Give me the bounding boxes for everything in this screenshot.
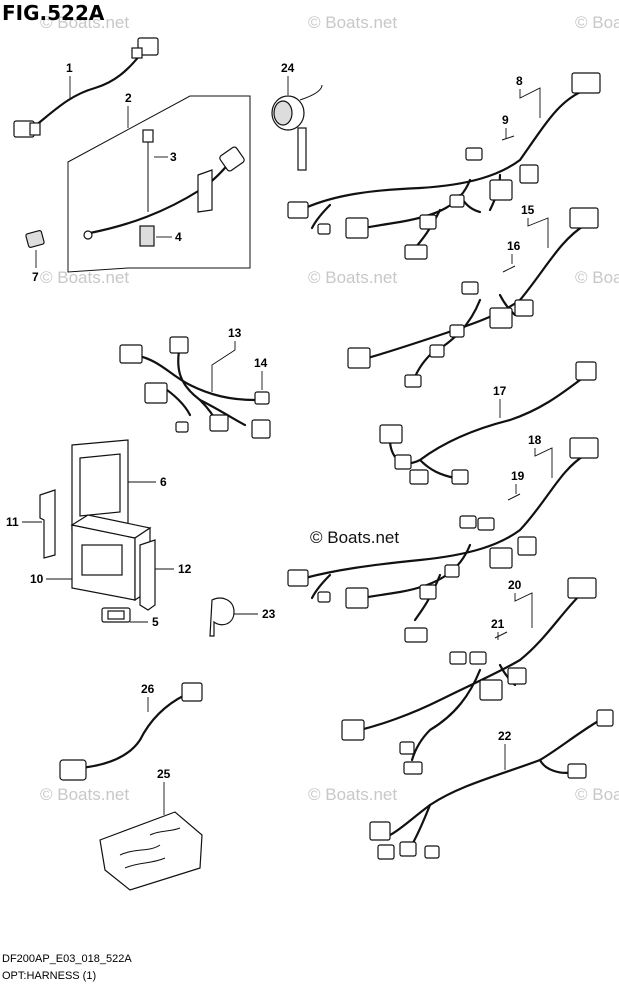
callout-21: 21	[491, 617, 505, 631]
part-7-cap[interactable]	[25, 230, 45, 248]
part-22-harness[interactable]	[369, 709, 614, 860]
watermark-text: © Boats.net	[575, 268, 619, 287]
callout-10: 10	[30, 572, 44, 586]
callout-1: 1	[66, 61, 73, 75]
callout-12: 12	[178, 562, 192, 576]
watermark-text-main: © Boats.net	[310, 528, 399, 547]
watermark-text: © Boats.net	[575, 13, 619, 32]
watermark-text: © Boats.net	[40, 268, 129, 287]
figure-subtitle: OPT:HARNESS (1)	[2, 970, 96, 982]
watermark-text: © Boats.net	[308, 268, 397, 287]
callout-7: 7	[32, 270, 39, 284]
part-2-kit[interactable]	[67, 95, 251, 273]
watermark-layer: © Boats.net © Boats.net © Boats.net © Bo…	[40, 13, 619, 804]
watermark-text: © Boats.net	[308, 785, 397, 804]
part-20-harness[interactable]	[341, 577, 597, 775]
callout-5: 5	[152, 615, 159, 629]
part-5-rubber[interactable]	[101, 607, 131, 623]
part-15-harness[interactable]	[347, 207, 599, 388]
part-26-harness[interactable]	[59, 682, 203, 781]
callout-23: 23	[262, 607, 276, 621]
callout-16: 16	[507, 239, 521, 253]
part-6-cover[interactable]	[71, 439, 129, 531]
part-10-module[interactable]	[70, 514, 152, 602]
watermark-text: © Boats.net	[40, 13, 129, 32]
part-24-buzzer[interactable]	[271, 84, 323, 171]
callout-18: 18	[528, 433, 542, 447]
callout-11: 11	[6, 515, 19, 529]
callout-15: 15	[521, 203, 535, 217]
callout-9: 9	[502, 113, 509, 127]
part-11-bracket[interactable]	[39, 489, 56, 559]
callout-17: 17	[493, 384, 507, 398]
figure-title: FIG.522A	[2, 1, 105, 25]
callout-20: 20	[508, 578, 522, 592]
watermark-text: © Boats.net	[308, 13, 397, 32]
callout-14: 14	[254, 356, 268, 370]
part-8-harness[interactable]	[287, 72, 601, 260]
part-17-harness[interactable]	[379, 361, 597, 485]
callout-3: 3	[170, 150, 177, 164]
callout-8: 8	[516, 74, 523, 88]
figure-code: DF200AP_E03_018_522A	[2, 953, 132, 965]
watermark-text: © Boats.net	[575, 785, 619, 804]
part-18-harness[interactable]	[287, 437, 599, 643]
part-25-bag[interactable]	[99, 811, 203, 891]
watermark-text: © Boats.net	[40, 785, 129, 804]
callout-19: 19	[511, 469, 525, 483]
callout-6: 6	[160, 475, 167, 489]
callout-24: 24	[281, 61, 295, 75]
callout-2: 2	[125, 91, 132, 105]
callout-26: 26	[141, 682, 155, 696]
part-12-bracket[interactable]	[139, 539, 156, 611]
callout-13: 13	[228, 326, 242, 340]
callout-25: 25	[157, 767, 171, 781]
callouts: 1 2 3 4 7 24 8 9 15 16 13 14 17	[6, 61, 553, 815]
part-23-clamp[interactable]	[209, 597, 235, 637]
callout-4: 4	[175, 230, 182, 244]
callout-22: 22	[498, 729, 512, 743]
part-1-harness[interactable]	[13, 37, 159, 138]
part-13-harness[interactable]	[119, 336, 271, 439]
